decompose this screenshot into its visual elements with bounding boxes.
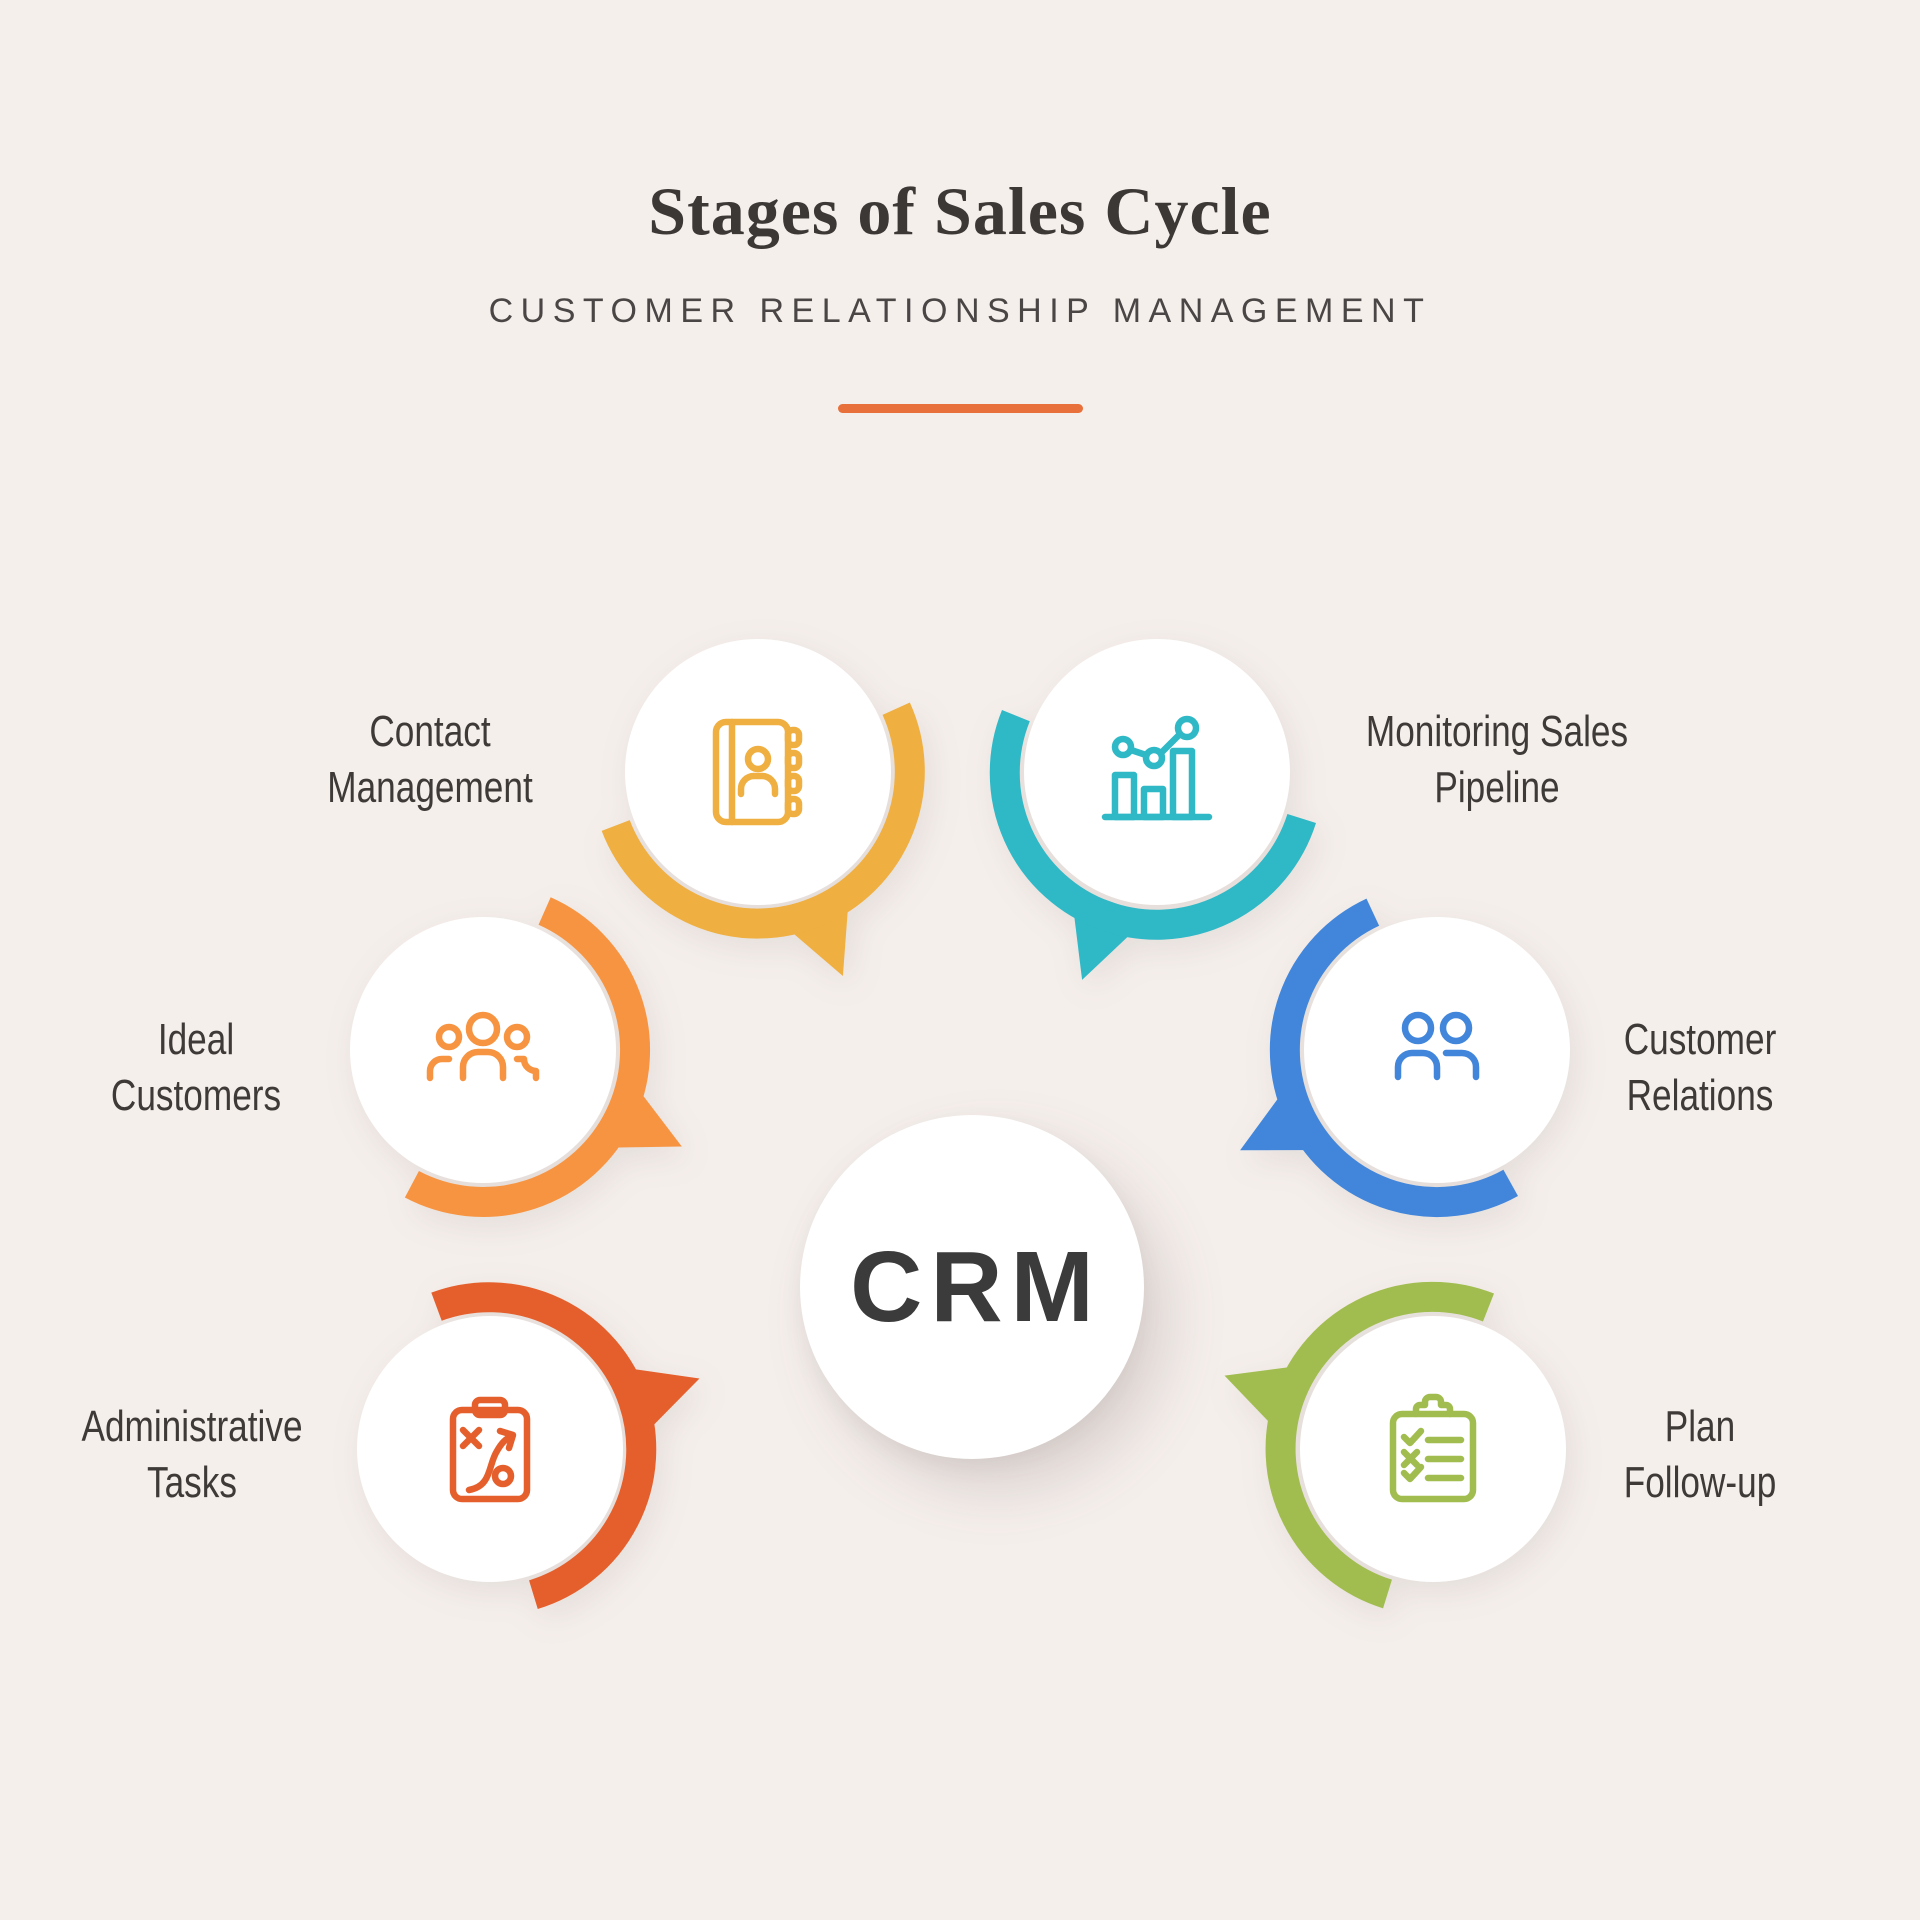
label-line: Customers — [110, 1071, 282, 1120]
bubble-circle — [1300, 1316, 1566, 1582]
label-line: Ideal — [157, 1015, 235, 1064]
contact-management-bubble — [601, 639, 925, 976]
bar-chart-icon — [1101, 715, 1213, 821]
two-people-icon — [1394, 1011, 1480, 1081]
crm-center-circle: CRM — [800, 1115, 1144, 1459]
label-line: Administrative — [81, 1402, 303, 1451]
label-line: Management — [327, 763, 533, 812]
label-line: Customer — [1623, 1015, 1777, 1064]
bubble-ring — [1269, 898, 1518, 1217]
people-group-icon — [426, 1011, 540, 1082]
label-line: Plan — [1664, 1402, 1736, 1451]
plan-follow-up-bubble — [1224, 1281, 1566, 1609]
monitoring-sales-pipeline-bubble — [989, 639, 1316, 980]
bubble-circle — [1304, 917, 1570, 1183]
checklist-clipboard-icon — [1389, 1393, 1477, 1503]
label-line: Pipeline — [1434, 763, 1560, 812]
bubble-ring — [601, 702, 925, 939]
label-line: Monitoring Sales — [1365, 707, 1629, 756]
bubble-ring — [1265, 1281, 1494, 1609]
node-customer-relations — [1207, 820, 1667, 1280]
node-plan-follow-up — [1203, 1219, 1663, 1679]
title-divider — [838, 404, 1083, 413]
ideal-customers-bubble — [350, 897, 682, 1217]
bubble-circle — [357, 1316, 623, 1582]
page-title: Stages of Sales Cycle — [648, 173, 1272, 249]
bubble-ring — [989, 709, 1316, 940]
customer-relations-bubble — [1240, 898, 1570, 1217]
label-line: Tasks — [147, 1458, 237, 1507]
bubble-ring — [404, 897, 651, 1217]
crm-label: CRM — [850, 1230, 1102, 1343]
strategy-clipboard-icon — [449, 1396, 531, 1503]
label-line: Relations — [1626, 1071, 1774, 1120]
label-line: Follow-up — [1623, 1458, 1777, 1507]
address-book-icon — [712, 718, 803, 826]
label-line: Contact — [369, 707, 491, 756]
administrative-tasks-bubble — [357, 1282, 700, 1610]
node-contact-management — [528, 542, 988, 1002]
node-monitoring-sales-pipeline — [927, 542, 1387, 1002]
node-ideal-customers — [253, 820, 713, 1280]
node-administrative-tasks — [260, 1219, 720, 1679]
bubble-circle — [1024, 639, 1290, 905]
page-subtitle: CUSTOMER RELATIONSHIP MANAGEMENT — [488, 292, 1432, 330]
bubble-ring — [431, 1282, 657, 1610]
